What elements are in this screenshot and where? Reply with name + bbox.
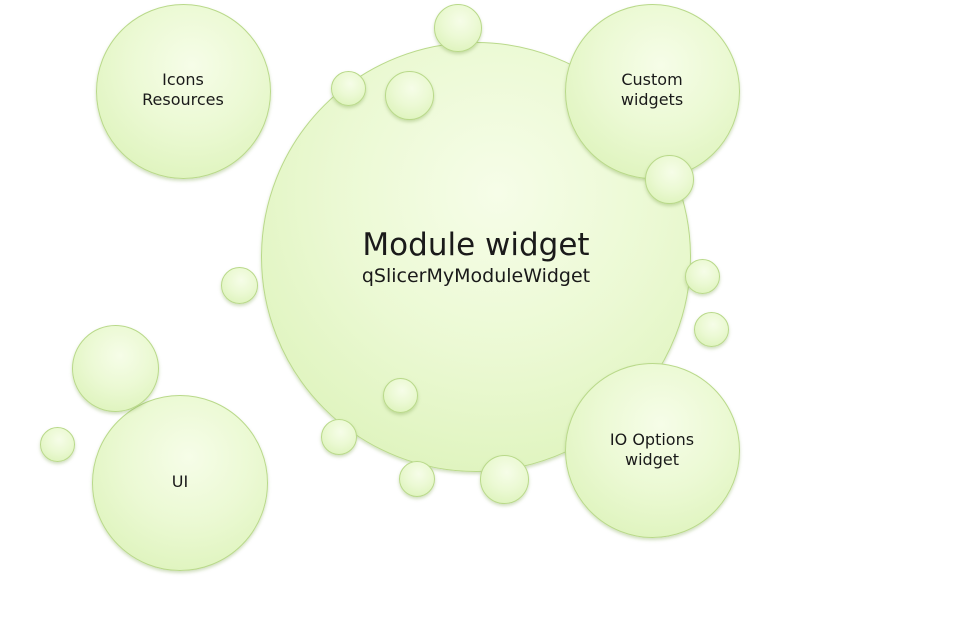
icons-text: Icons xyxy=(162,70,204,89)
main-label: Module widget qSlicerMyModuleWidget xyxy=(361,226,591,288)
main-title: Module widget xyxy=(362,226,590,263)
ui-label: UI xyxy=(172,472,188,492)
small-bubble xyxy=(385,71,434,120)
io-options-bubble xyxy=(565,363,740,538)
main-subtitle: qSlicerMyModuleWidget xyxy=(361,264,591,287)
medium-bubble xyxy=(72,325,159,412)
custom-widgets-label: Custom widgets xyxy=(621,70,683,110)
small-bubble xyxy=(221,267,258,304)
small-bubble xyxy=(645,155,694,204)
icons-resources-label: Icons Resources xyxy=(142,70,224,110)
resources-text: Resources xyxy=(142,90,224,109)
small-bubble xyxy=(434,4,482,52)
widgets-text: widgets xyxy=(620,90,684,109)
small-bubble xyxy=(40,427,75,462)
io-options-text: IO Options xyxy=(609,430,695,449)
icons-resources-bubble xyxy=(96,4,271,179)
ui-bubble xyxy=(92,395,268,571)
small-bubble xyxy=(383,378,418,413)
small-bubble xyxy=(694,312,729,347)
custom-text: Custom xyxy=(621,70,683,89)
io-options-label: IO Options widget xyxy=(610,430,694,470)
ui-text: UI xyxy=(171,472,189,491)
small-bubble xyxy=(331,71,366,106)
small-bubble xyxy=(685,259,720,294)
small-bubble xyxy=(399,461,435,497)
small-bubble xyxy=(321,419,357,455)
widget-text: widget xyxy=(625,450,679,469)
small-bubble xyxy=(480,455,529,504)
